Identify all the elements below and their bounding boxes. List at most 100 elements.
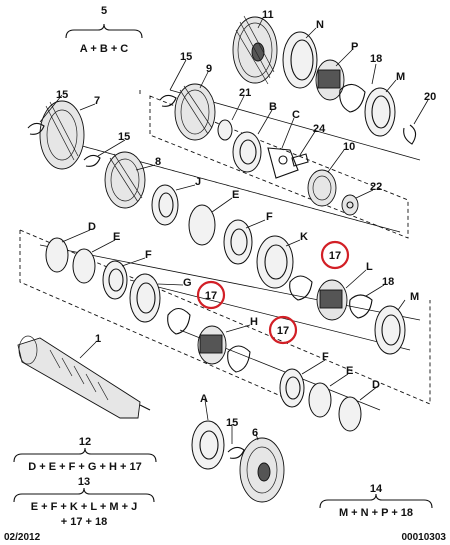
assembly-13-number: 13 [78,476,90,488]
assembly-14-parts: M + N + P + 18 [339,507,413,519]
assembly-12: 12 D + E + F + G + H + 17 [13,436,157,473]
label-M-mid: M [410,291,419,303]
svg-text:17: 17 [329,250,341,262]
label-A: A [200,393,208,405]
label-G: G [183,277,192,289]
assembly-5-number: 5 [101,5,107,17]
label-22: 22 [370,181,382,193]
gear-10 [307,169,337,207]
circlip-15-bottom [227,446,245,459]
spring-17-upper [289,275,313,301]
ring-E-lower [308,382,332,418]
footer-reference-code: 00010303 [402,532,447,543]
bearing-B [232,131,262,173]
retaining-plate-C [267,147,299,179]
ring-F-upper [223,219,253,265]
gear-7 [39,100,85,170]
washer-21 [217,119,233,141]
svg-text:17: 17 [277,325,289,337]
ring-E-left [72,248,96,284]
synchro-hub-L [316,279,348,321]
gear-11 [232,15,278,85]
callout-17-left: 17 [196,280,226,310]
ring-D-left [45,237,69,273]
label-F-upper: F [266,211,273,223]
label-M-top: M [396,71,405,83]
footer-date: 02/2012 [4,532,41,543]
assembly-13: 13 E + F + K + L + M + J + 17 + 18 [13,476,155,528]
gear-8 [104,151,146,209]
label-15-top: 15 [180,51,192,63]
label-B: B [269,101,277,113]
label-18-mid: 18 [382,276,394,288]
bearing-A [191,420,225,470]
spring-18-mid [349,294,373,319]
label-8: 8 [155,156,161,168]
leader-lines [39,17,429,444]
synchro-ring-N [282,31,318,89]
label-L: L [366,261,373,273]
label-D-left: D [88,221,96,233]
label-9: 9 [206,63,212,75]
label-20: 20 [424,91,436,103]
synchro-hub-P [315,59,345,101]
label-C: C [292,109,300,121]
assembly-13-parts-cont: + 17 + 18 [61,516,108,528]
label-10: 10 [343,141,355,153]
circlip-15-left [27,122,45,135]
label-F-lower: F [322,351,329,363]
label-11: 11 [262,9,274,21]
label-J: J [195,176,201,188]
synchro-ring-J [151,184,179,226]
label-E-left: E [113,231,120,243]
synchro-hub-H [197,325,227,365]
circlip-15-mid [83,154,101,167]
svg-text:17: 17 [205,290,217,302]
circlip-20 [403,124,417,145]
part-labels: 11 N P 15 9 18 M 15 7 21 B 20 15 C 24 8 … [56,9,436,439]
circlip-15-top [159,94,177,107]
label-H: H [250,316,258,328]
synchro-ring-M-top [364,87,396,137]
nut-22 [341,194,359,216]
bolt-24 [291,153,309,167]
label-1: 1 [95,333,101,345]
ring-F-left [102,260,128,300]
sleeve-G [129,273,161,323]
gear-9 [174,83,216,141]
label-6: 6 [252,427,258,439]
label-18-top: 18 [370,53,382,65]
sleeve-K [256,235,294,289]
spring-17-left [167,307,191,335]
assembly-14: 14 M + N + P + 18 [319,483,433,519]
gear-6 [239,437,285,503]
label-15-bottom: 15 [226,417,238,429]
output-shaft-1 [17,335,151,419]
label-E-upper: E [232,189,239,201]
label-24: 24 [313,123,326,135]
label-P: P [351,41,358,53]
label-E-lower: E [346,365,353,377]
ring-F-lower [279,368,305,408]
assembly-12-parts: D + E + F + G + H + 17 [28,461,141,473]
callout-17-lower: 17 [268,315,298,345]
label-K: K [300,231,308,243]
spring-18-top [339,83,366,113]
label-N-top: N [316,19,324,31]
label-D-lower: D [372,379,380,391]
label-21: 21 [239,87,251,99]
label-15-left: 15 [56,89,68,101]
assembly-5: 5 A + B + C [65,5,143,55]
assembly-12-number: 12 [79,436,91,448]
callout-17-upper: 17 [320,240,350,270]
spring-17-lower [227,345,251,373]
synchro-ring-M-mid [374,305,406,355]
assembly-13-parts: E + F + K + L + M + J [31,501,137,513]
assembly-5-parts: A + B + C [80,43,129,55]
label-F-left: F [145,249,152,261]
ring-E-upper [188,204,216,246]
label-15-mid: 15 [118,131,130,143]
ring-D-lower [338,396,362,432]
label-7: 7 [94,95,100,107]
